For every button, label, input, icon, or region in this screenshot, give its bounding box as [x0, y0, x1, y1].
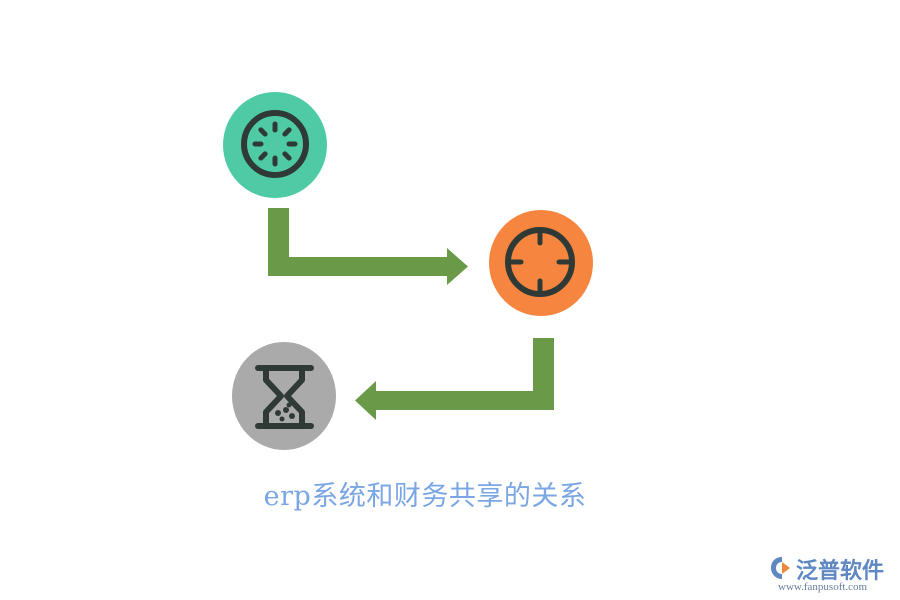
- brand-logo-icon: [771, 557, 790, 579]
- brand-name: 泛普软件: [796, 559, 885, 584]
- node-hourglass: [232, 342, 336, 450]
- arrow-target-to-hourglass: [355, 338, 554, 420]
- node-target: [489, 210, 593, 316]
- crosshair-icon: [505, 227, 575, 297]
- diagram-caption: erp系统和财务共享的关系: [263, 481, 587, 512]
- brand-url: www.fanpusoft.com: [778, 581, 868, 593]
- hourglass-icon: [255, 365, 314, 429]
- node-start: [223, 92, 327, 198]
- brand-watermark: 泛普软件 www.fanpusoft.com: [768, 552, 894, 596]
- arrow-start-to-target: [268, 208, 468, 285]
- node-target-circle: [489, 210, 593, 316]
- loading-spinner-icon: [241, 110, 309, 178]
- node-start-circle: [223, 92, 327, 198]
